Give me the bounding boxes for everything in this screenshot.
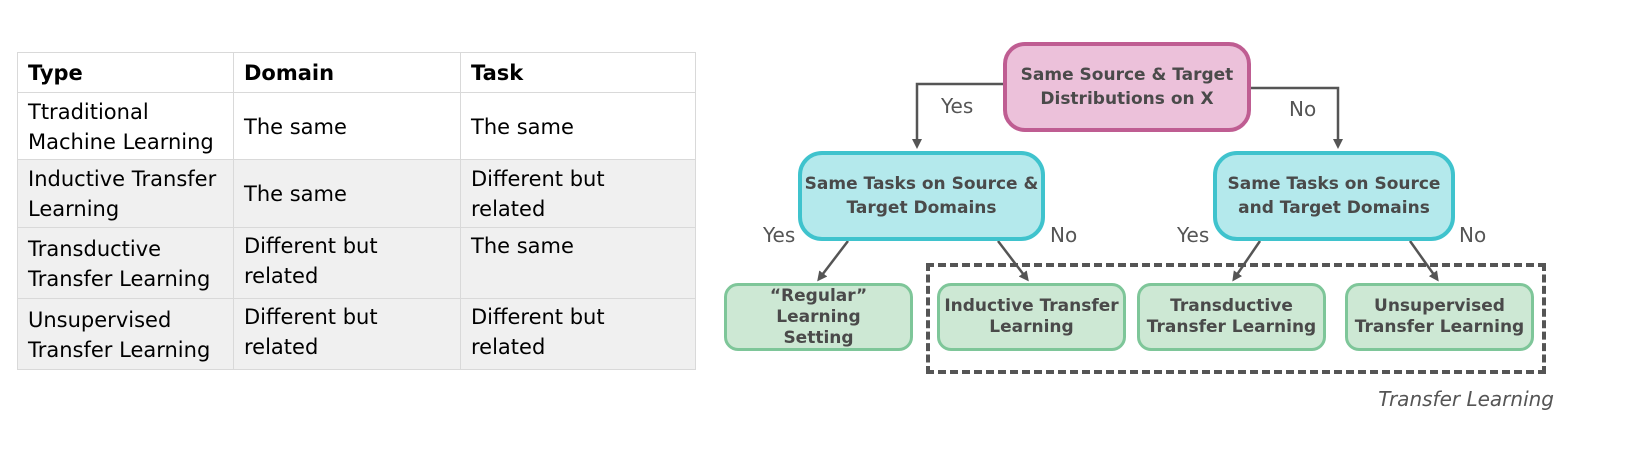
group-caption: Transfer Learning [1378,387,1554,411]
edge-root-to-mid-right [1251,86,1343,149]
cell-domain: The same [233,159,461,228]
edge-label-mid-left-no: No [1050,223,1078,247]
edge-label-root-no: No [1289,97,1317,121]
table-row: Inductive Transfer Learning The same Dif… [17,159,696,228]
leaf-unsupervised-transfer: Unsupervised Transfer Learning [1345,283,1534,351]
cell-domain: Different but related [233,227,461,299]
cell-type: Transductive Transfer Learning [17,227,234,299]
cell-type: Ttraditional Machine Learning [17,92,234,160]
cell-task: The same [460,227,696,299]
cell-type: Inductive Transfer Learning [17,159,234,228]
table-header-row: Type Domain Task [17,52,696,93]
edge-mid-right-no [1408,240,1439,282]
comparison-table: Type Domain Task Ttraditional Machine Le… [17,52,696,370]
cell-task: The same [460,92,696,160]
edge-root-to-mid-left [912,82,1003,149]
root-node: Same Source & Target Distributions on X [1003,42,1251,132]
mid-left-node: Same Tasks on Source & Target Domains [798,151,1045,241]
edge-label-root-yes: Yes [941,94,974,118]
header-domain: Domain [233,52,461,93]
transfer-learning-group [926,263,1546,374]
table-row: Ttraditional Machine Learning The same T… [17,92,696,160]
edge-label-mid-right-yes: Yes [1177,223,1210,247]
header-type: Type [17,52,234,93]
edge-label-mid-right-no: No [1459,223,1487,247]
table-row: Transductive Transfer Learning Different… [17,227,696,299]
mid-right-node: Same Tasks on Source and Target Domains [1213,151,1455,241]
edge-mid-left-no [997,240,1029,282]
leaf-inductive-transfer: Inductive Transfer Learning [937,283,1126,351]
cell-domain: The same [233,92,461,160]
edge-mid-left-yes [817,240,849,282]
edge-mid-right-yes [1232,240,1262,282]
cell-domain: Different but related [233,298,461,370]
cell-task: Different but related [460,298,696,370]
table-row: Unsupervised Transfer Learning Different… [17,298,696,370]
leaf-regular-learning: “Regular” Learning Setting [724,283,913,351]
leaf-transductive-transfer: Transductive Transfer Learning [1137,283,1326,351]
cell-type: Unsupervised Transfer Learning [17,298,234,370]
cell-task: Different but related [460,159,696,228]
edge-label-mid-left-yes: Yes [763,223,796,247]
